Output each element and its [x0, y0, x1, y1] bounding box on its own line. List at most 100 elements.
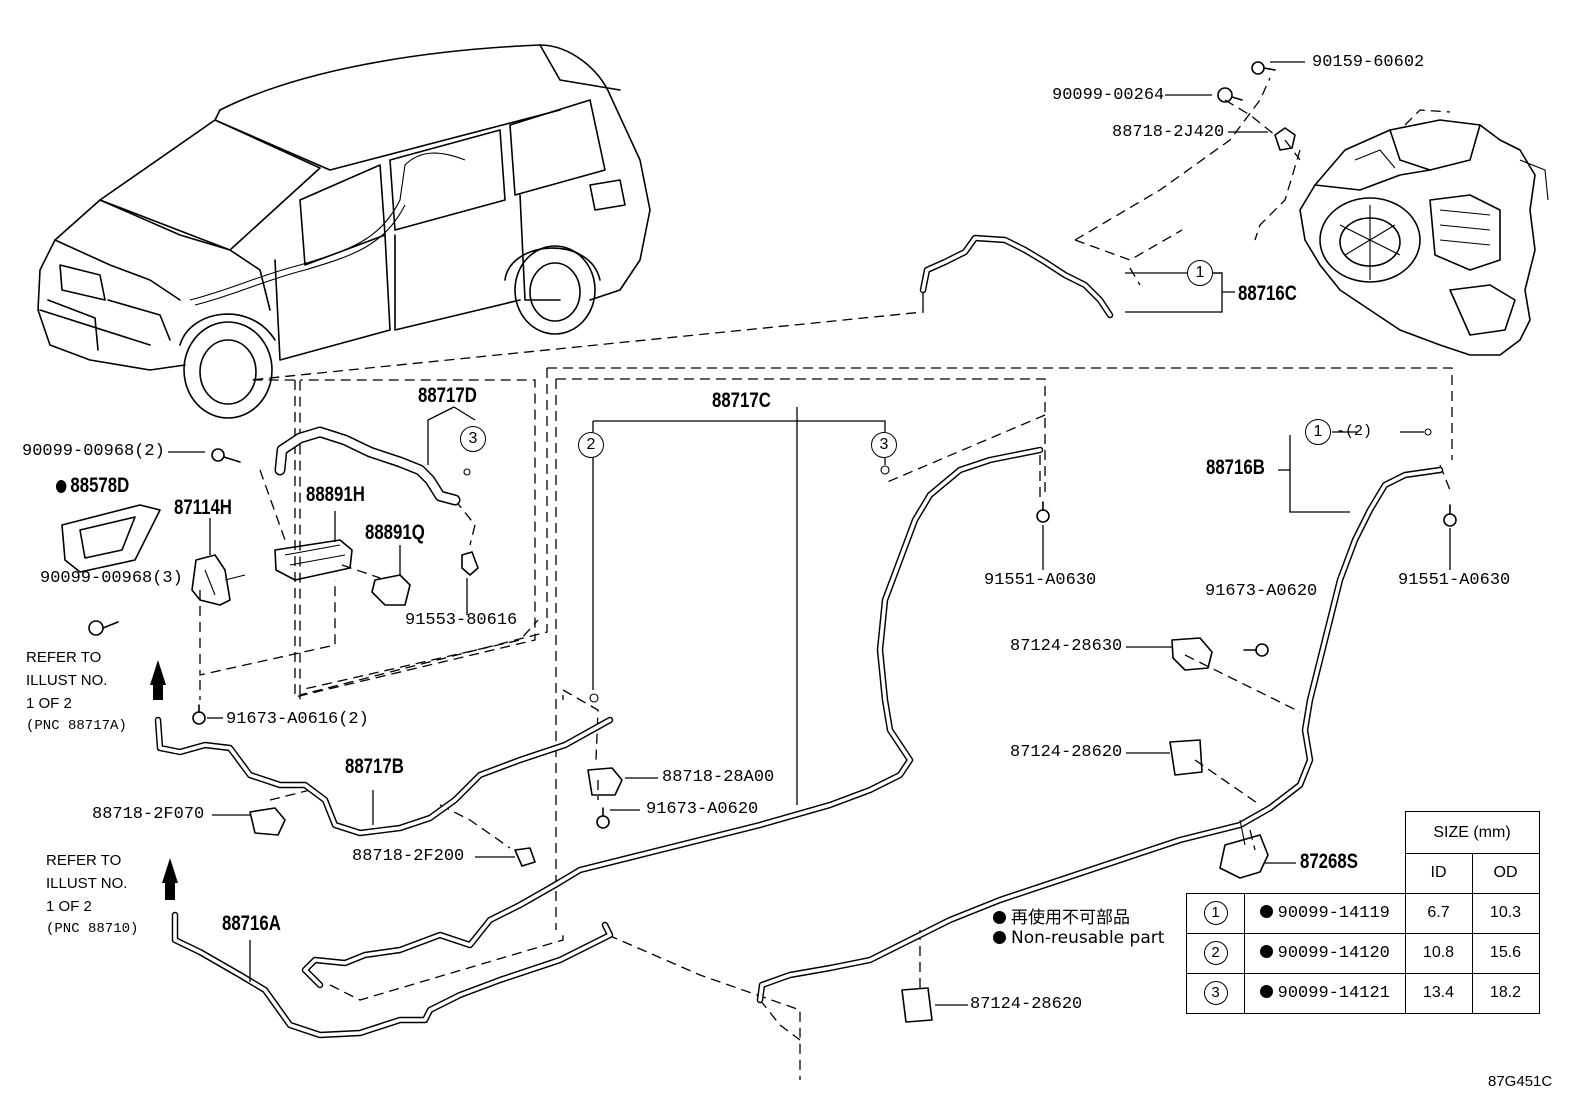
bolt-90099-00968-2	[211, 448, 241, 463]
table-row: 1 90099-14119 6.7 10.3	[1186, 892, 1540, 934]
o-ring-2	[589, 693, 599, 703]
circle-ref-1: 1	[1187, 260, 1213, 286]
part-number: 90099-14119	[1277, 903, 1390, 923]
label-88578D-text: 88578D	[70, 474, 130, 497]
label-90099-00968-2: 90099-00968(2)	[22, 442, 165, 461]
refer-note-88710: REFER TO ILLUST NO. 1 OF 2 (PNC 88710)	[46, 849, 138, 941]
label-90159-60602: 90159-60602	[1312, 53, 1425, 72]
label-88716A: 88716A	[222, 912, 281, 935]
label-91673-A0616-2: 91673-A0616(2)	[226, 710, 369, 729]
id-value: 6.7	[1404, 892, 1473, 934]
bracket-87114H	[191, 554, 246, 606]
legend-en: Non-reusable part	[993, 928, 1164, 948]
label-88718-2J420: 88718-2J420	[1112, 123, 1225, 142]
legend-jp-text: 再使用不可部品	[1011, 908, 1130, 928]
clamp-87124-28620-a	[1169, 739, 1203, 776]
label-88717D: 88717D	[418, 384, 477, 407]
label-87268S: 87268S	[1300, 850, 1358, 873]
non-reusable-dot-icon	[56, 480, 67, 493]
o-ring-1	[1424, 428, 1432, 436]
non-reusable-dot-icon	[993, 931, 1006, 944]
part-number: 90099-14121	[1277, 983, 1390, 1003]
up-arrow-icon	[150, 660, 166, 685]
label-91673-A0620-b: 91673-A0620	[646, 800, 759, 819]
label-90099-00264: 90099-00264	[1052, 86, 1165, 105]
table-row: 2 90099-14120 10.8 15.6	[1186, 932, 1540, 974]
label-87114H: 87114H	[174, 496, 232, 519]
table-row: 3 90099-14121 13.4 18.2	[1186, 972, 1540, 1014]
label-91553-80616: 91553-80616	[405, 611, 518, 630]
label-91551-A0630-b: 91551-A0630	[1398, 571, 1511, 590]
vehicle-illustration	[37, 44, 651, 419]
clamp-87124-28630	[1171, 637, 1213, 671]
legend-jp: 再使用不可部品	[993, 903, 1130, 928]
label-88578D: 88578D	[56, 475, 129, 496]
circle-ref-3: 3	[871, 432, 897, 458]
circle-ref-3: 3	[1203, 981, 1228, 1005]
clamp-88718-2J420	[1274, 127, 1296, 151]
bolt-91673-A0616	[192, 704, 206, 725]
refer-line: (PNC 88717A)	[26, 718, 127, 734]
valve-87268S	[1219, 819, 1269, 879]
id-value: 10.8	[1404, 932, 1473, 974]
od-value: 18.2	[1471, 972, 1540, 1014]
label-87124-28620-a: 87124-28620	[1010, 743, 1123, 762]
circle-ref-1: 1	[1203, 901, 1228, 925]
label-88718-2F200: 88718-2F200	[352, 847, 465, 866]
circle-ref-2: 2	[578, 432, 604, 458]
label-87124-28630: 87124-28630	[1010, 637, 1123, 656]
clamp-88718-2F070	[249, 807, 286, 836]
clip-91553-80616	[461, 551, 479, 576]
assembly-boundaries	[199, 77, 1453, 1080]
bolt-90159-60602	[1251, 61, 1276, 75]
o-ring-3-upper	[463, 468, 471, 476]
bracket-88891H	[274, 539, 353, 581]
clamp-87124-28620-b	[901, 987, 933, 1023]
label-88717B: 88717B	[345, 755, 404, 778]
o-ring-3	[880, 465, 890, 475]
clip-88718-2F200	[514, 847, 536, 867]
od-header: OD	[1471, 853, 1540, 894]
label-87124-28620-b: 87124-28620	[970, 995, 1083, 1014]
gasket-88578D	[61, 504, 161, 573]
part-number: 90099-14120	[1277, 943, 1390, 963]
legend-en-text: Non-reusable part	[1011, 928, 1165, 948]
size-header: SIZE (mm)	[1404, 811, 1540, 854]
small-parts	[61, 61, 1457, 1023]
label-91673-A0620-a: 91673-A0620	[1205, 582, 1318, 601]
id-header: ID	[1404, 853, 1473, 894]
id-value: 13.4	[1404, 972, 1473, 1014]
bolt-90099-00968-3	[88, 620, 119, 636]
bolt-91551-A0630-b	[1443, 504, 1457, 527]
refer-line: REFER TO	[26, 649, 102, 666]
label-88716B: 88716B	[1206, 456, 1265, 479]
label-88891H: 88891H	[306, 483, 365, 506]
pipes	[154, 234, 1444, 1039]
circle-ref-2: 2	[1203, 941, 1228, 965]
refer-line: ILLUST NO.	[46, 875, 128, 892]
refer-note-88717A: REFER TO ILLUST NO. 1 OF 2 (PNC 88717A)	[26, 646, 127, 738]
circle-ref-3: 3	[460, 426, 486, 452]
non-reusable-dot-icon	[993, 911, 1006, 924]
od-value: 15.6	[1471, 932, 1540, 974]
refer-line: ILLUST NO.	[26, 672, 108, 689]
clamp-88718-28A00	[587, 767, 623, 796]
refer-line: REFER TO	[46, 852, 122, 869]
label-91551-A0630-a: 91551-A0630	[984, 571, 1097, 590]
figure-code: 87G451C	[1488, 1073, 1553, 1090]
label-88717C: 88717C	[712, 389, 771, 412]
circle-ref-1-quantity: -(2)	[1336, 423, 1373, 440]
label-88716C: 88716C	[1238, 282, 1297, 305]
hvac-unit-illustration	[1254, 109, 1549, 356]
refer-line: 1 OF 2	[26, 695, 72, 712]
non-reusable-dot-icon	[1259, 904, 1273, 918]
label-88718-2F070: 88718-2F070	[92, 805, 205, 824]
refer-line: 1 OF 2	[46, 898, 92, 915]
bolt-91673-A0620-a	[1243, 643, 1269, 657]
up-arrow-icon	[162, 858, 178, 883]
refer-line: (PNC 88710)	[46, 921, 139, 937]
label-90099-00968-3: 90099-00968(3)	[40, 569, 183, 588]
label-88891Q: 88891Q	[365, 521, 425, 544]
